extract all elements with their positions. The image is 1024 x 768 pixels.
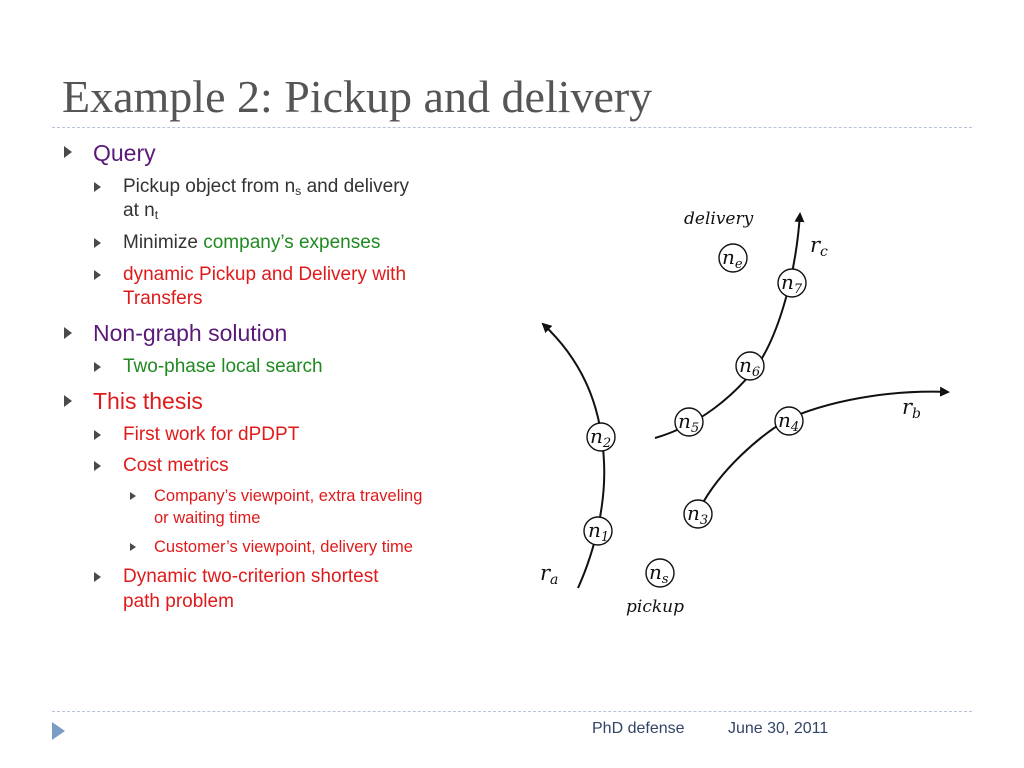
node-ns-label: ns (649, 560, 669, 587)
node-n1-label: n1 (588, 518, 609, 545)
route-b-label: rb (902, 395, 921, 422)
bullet-triangle-icon (64, 146, 72, 158)
bullet-dynamic-line1: dynamic Pickup and Delivery with (123, 264, 407, 285)
slide-title: Example 2: Pickup and delivery (62, 71, 653, 122)
bullet-triangle-icon (94, 270, 101, 280)
node-n1-circle (583, 516, 613, 546)
footer-date: June 30, 2011 (728, 720, 829, 737)
bullet-thesis: This thesis (93, 388, 203, 414)
node-n7-label: n7 (781, 270, 803, 297)
bullet-company-line2: or waiting time (154, 509, 261, 527)
node-n2-label: n2 (590, 424, 611, 451)
bullet-triangle-icon (130, 492, 136, 500)
node-n7-circle (777, 268, 807, 298)
bullet-dynamic-line2: Transfers (123, 288, 203, 309)
route-a-label: ra (540, 561, 558, 588)
node-ne-label: ne (722, 245, 743, 272)
bullet-triangle-icon (94, 430, 101, 440)
node-ne-circle (718, 243, 748, 273)
bullet-firstwork: First work for dPDPT (123, 424, 300, 445)
delivery-label: delivery (684, 209, 754, 229)
bullet-pickup-line2: at nt (123, 200, 159, 222)
nav-forward-icon[interactable] (52, 722, 65, 740)
bullet-triangle-icon (130, 543, 136, 551)
node-n5-circle (674, 407, 704, 437)
node-n3-label: n3 (687, 501, 708, 528)
footer-divider (52, 711, 972, 712)
footer-event: PhD defense (592, 720, 685, 737)
bullet-customer: Customer’s viewpoint, delivery time (154, 538, 413, 556)
node-n6-label: n6 (739, 353, 760, 380)
bullet-triangle-icon (94, 461, 101, 471)
bullet-dyn2-line2: path problem (123, 591, 234, 612)
pickup-label: pickup (626, 597, 684, 617)
bullet-triangle-icon (64, 327, 72, 339)
bullet-dyn2-line1: Dynamic two-criterion shortest (123, 566, 379, 587)
bullet-triangle-icon (94, 182, 101, 192)
bullet-minimize: Minimize company’s expenses (123, 232, 381, 253)
node-n4-circle (774, 406, 804, 436)
node-n6-circle (735, 351, 765, 381)
bullet-triangle-icon (64, 395, 72, 407)
bullet-cost: Cost metrics (123, 455, 229, 476)
route-c-label: rc (810, 233, 828, 260)
title-divider (52, 127, 972, 128)
bullet-query: Query (93, 140, 156, 166)
node-ns-circle (645, 558, 675, 588)
bullet-pickup-line1: Pickup object from ns and delivery (123, 176, 410, 198)
bullet-company-line1: Company’s viewpoint, extra traveling (154, 487, 423, 505)
bullet-twophase: Two-phase local search (123, 356, 323, 377)
bullet-triangle-icon (94, 362, 101, 372)
bullet-triangle-icon (94, 572, 101, 582)
node-n5-label: n5 (678, 409, 699, 436)
node-n2-circle (586, 422, 616, 452)
route-a-line (541, 322, 606, 589)
node-n3-circle (683, 499, 713, 529)
bullet-triangle-icon (94, 238, 101, 248)
node-n4-label: n4 (778, 408, 799, 435)
bullet-nongraph: Non-graph solution (93, 320, 288, 346)
